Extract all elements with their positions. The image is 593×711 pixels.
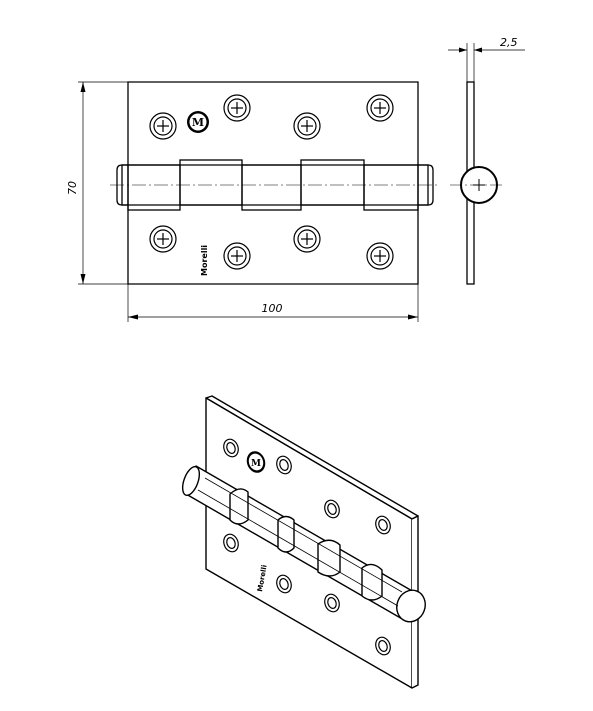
screw-hole xyxy=(366,94,394,122)
logo-letter-iso: M xyxy=(251,459,261,469)
dimension-thickness-label: 2,5 xyxy=(500,36,518,49)
upper-leaf xyxy=(127,81,419,165)
screw-hole xyxy=(149,112,177,140)
knuckle-barrel-iso xyxy=(181,465,426,623)
dimension-width xyxy=(127,284,419,322)
logo-iso: M xyxy=(246,451,266,473)
logo-front: M xyxy=(187,111,209,133)
screw-hole xyxy=(293,225,321,253)
dimension-width-label: 100 xyxy=(262,302,283,315)
screw-hole xyxy=(149,225,177,253)
side-view xyxy=(450,81,505,285)
screw-hole xyxy=(366,242,394,270)
dimension-height-label: 70 xyxy=(66,181,79,195)
brand-label-front: Morelli xyxy=(200,245,209,276)
screw-hole xyxy=(223,242,251,270)
dimension-height xyxy=(78,81,128,285)
screw-hole xyxy=(223,94,251,122)
screw-holes-front xyxy=(149,94,394,270)
dimension-thickness xyxy=(448,43,525,82)
screw-holes-iso xyxy=(223,438,391,656)
logo-letter: M xyxy=(192,116,204,129)
screw-hole xyxy=(293,112,321,140)
front-view xyxy=(110,81,440,285)
lower-leaf xyxy=(127,205,419,285)
isometric-view xyxy=(181,395,426,689)
